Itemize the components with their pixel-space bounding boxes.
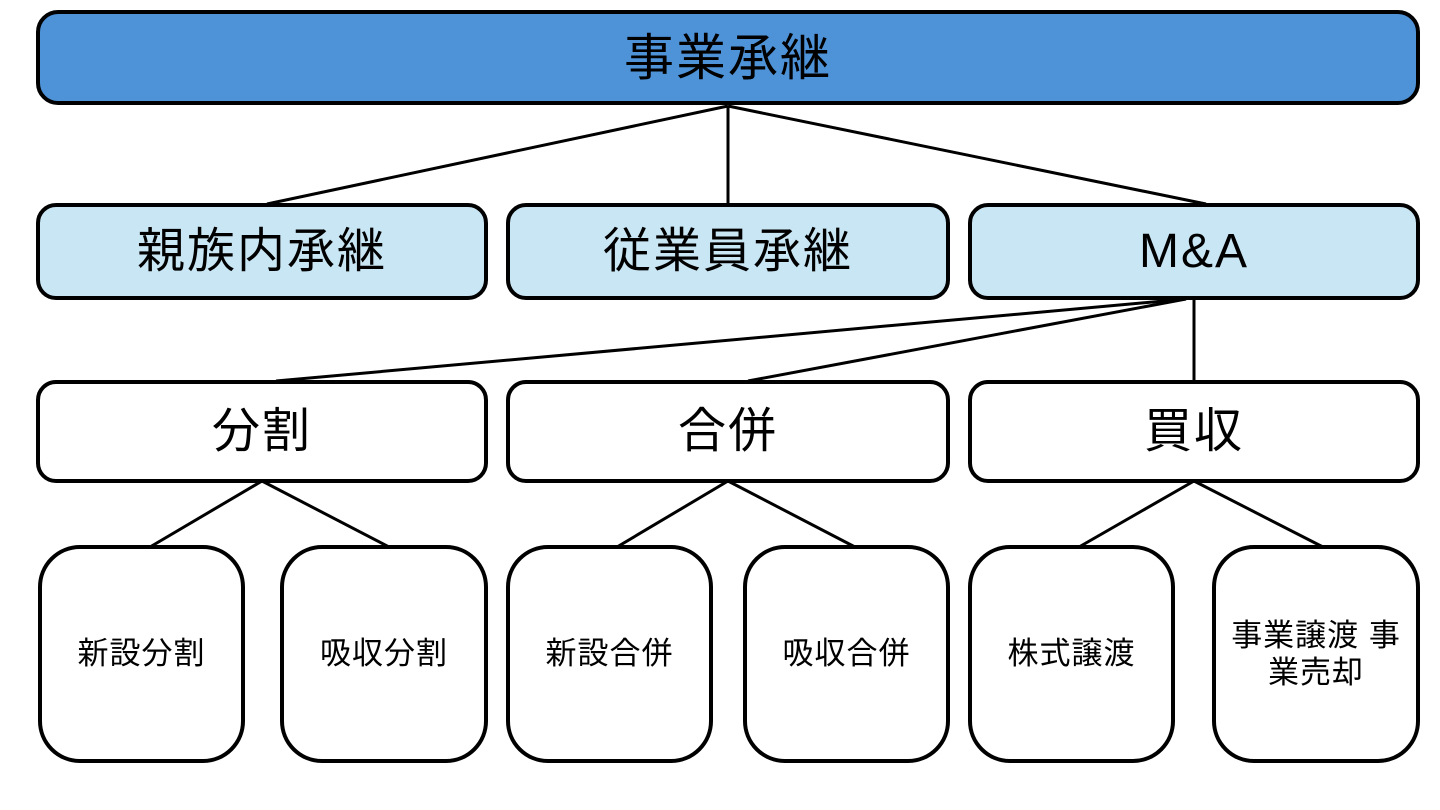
node-acquisition: 買収 (968, 380, 1420, 483)
node-business-transfer: 事業譲渡 事業売却 (1212, 545, 1420, 763)
node-business-succession: 事業承継 (36, 10, 1420, 105)
node-split-label: 分割 (211, 404, 312, 458)
edge-acquisition-stock_transfer (1078, 479, 1195, 549)
node-new-merger-label: 新設合併 (545, 636, 674, 672)
node-family-succession-label: 親族内承継 (136, 224, 387, 278)
node-acquisition-label: 買収 (1143, 404, 1244, 458)
node-family-succession: 親族内承継 (36, 203, 488, 300)
node-employee-succession-label: 従業員承継 (602, 224, 853, 278)
node-ma: M&A (968, 203, 1420, 300)
edge-root-ma (727, 104, 1207, 206)
edge-ma-merger (747, 297, 1187, 383)
node-stock-transfer-label: 株式譲渡 (1007, 636, 1136, 672)
edge-ma-split (275, 297, 1187, 383)
node-new-split-label: 新設分割 (77, 636, 206, 672)
node-merger-label: 合併 (677, 404, 778, 458)
node-ma-label: M&A (1138, 224, 1249, 278)
edge-merger-new_merger (616, 479, 729, 549)
node-absorption-split-label: 吸収分割 (320, 636, 448, 672)
node-absorption-merger: 吸収合併 (743, 545, 950, 763)
node-business-transfer-label: 事業譲渡 事業売却 (1216, 617, 1416, 691)
node-new-split: 新設分割 (38, 545, 245, 763)
node-stock-transfer: 株式譲渡 (968, 545, 1175, 763)
node-business-transfer-line2: 事業売却 (1268, 617, 1401, 690)
node-merger: 合併 (506, 380, 950, 483)
edge-merger-absorb_merger (727, 479, 856, 549)
edge-split-new_split (149, 479, 263, 549)
node-absorption-split: 吸収分割 (280, 545, 488, 763)
edge-acquisition-business_transfer (1193, 479, 1324, 549)
node-split: 分割 (36, 380, 488, 483)
node-absorption-merger-label: 吸収合併 (782, 636, 911, 672)
node-business-succession-label: 事業承継 (624, 29, 832, 86)
edge-split-absorb_split (261, 479, 390, 549)
node-business-transfer-line1: 事業譲渡 (1231, 617, 1360, 653)
node-employee-succession: 従業員承継 (506, 203, 950, 300)
node-new-merger: 新設合併 (506, 545, 713, 763)
edge-root-family (266, 104, 729, 206)
